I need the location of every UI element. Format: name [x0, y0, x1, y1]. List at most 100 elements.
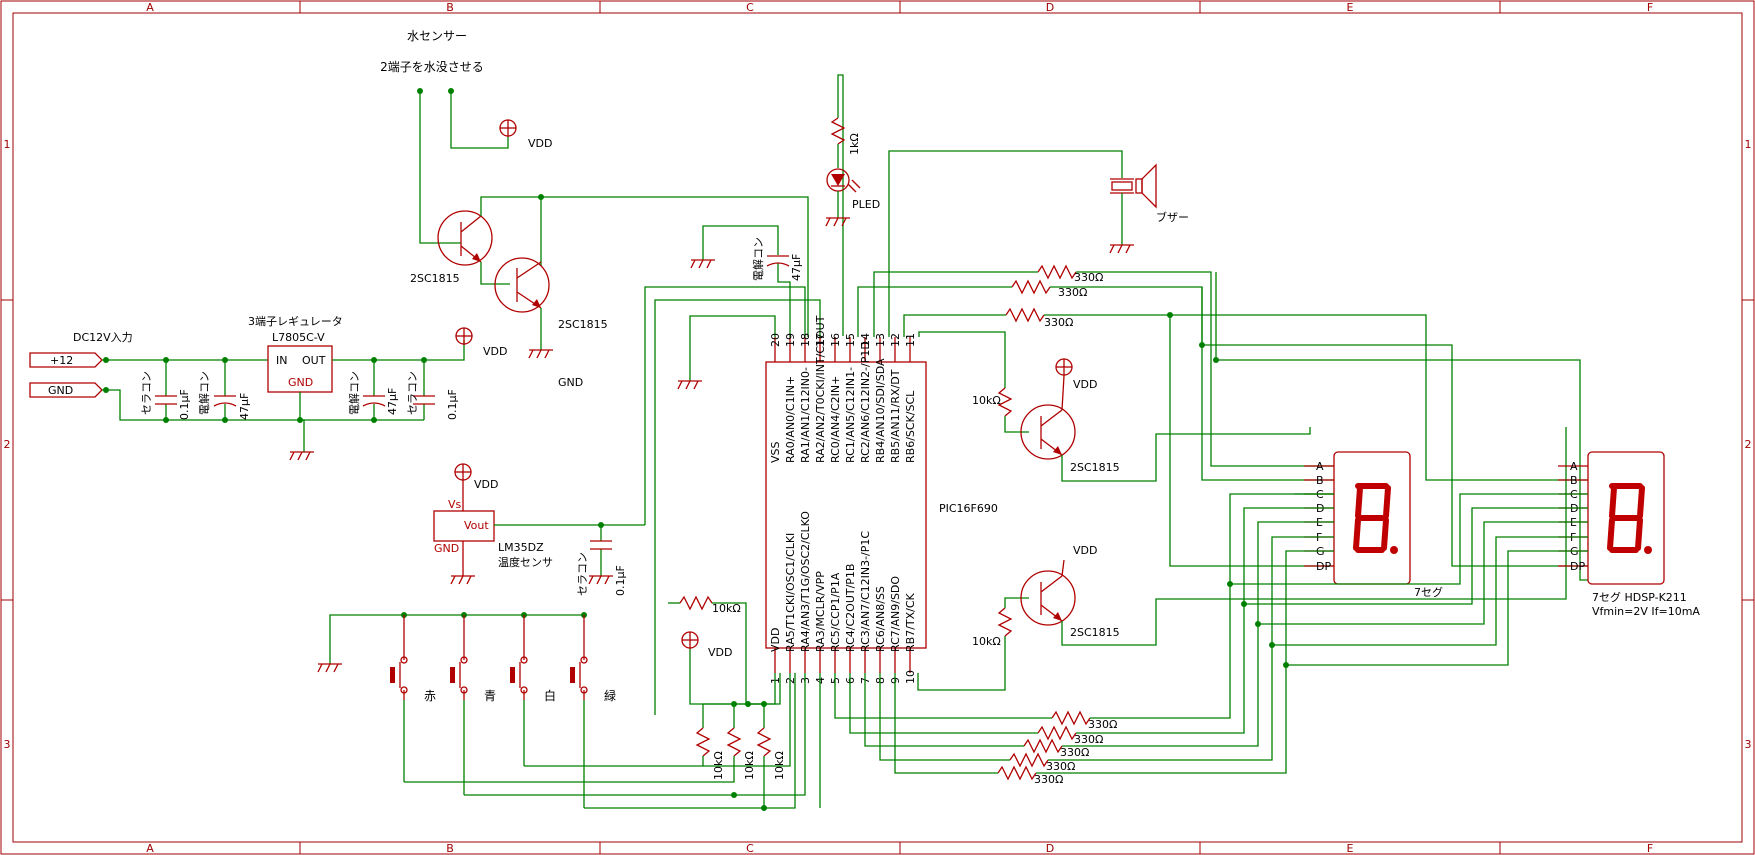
svg-text:電解コン: 電解コン	[347, 371, 361, 415]
mcu: PIC16F690 20VSS19RA0/AN0/C1IN+18RA1/AN1/…	[703, 315, 998, 808]
transistor-q4: VDD 2SC1815	[1020, 544, 1120, 639]
seg-spec: Vfmin=2V If=10mA	[1592, 605, 1700, 618]
seg-pin-label: DP	[1316, 560, 1331, 573]
row-label-right: 3	[1745, 738, 1752, 751]
seg-digit	[1353, 483, 1398, 554]
pushbutton: 緑	[570, 612, 616, 703]
svg-text:セラコン: セラコン	[406, 371, 419, 415]
transistor-q3: VDD 2SC1815	[1020, 358, 1120, 474]
col-label-top: A	[146, 1, 154, 14]
res-330-top3: 330Ω	[1005, 307, 1073, 329]
mcu-pin-name: RC2/AN6/C12IN2-/P1D	[859, 341, 872, 463]
frame-column-labels: A B C D E F A B C D E F 1 2 3 1 2 3	[4, 1, 1752, 855]
dc-input-label: DC12V入力	[73, 331, 133, 344]
mcu-pin-number: 16	[829, 333, 842, 347]
mcu-pin-name: RB6/SCK/SCL	[904, 390, 917, 463]
pushbutton: 赤	[390, 612, 436, 703]
svg-text:VDD: VDD	[1073, 544, 1097, 557]
mcu-pin-name: VDD	[769, 628, 782, 652]
seg-pin-label: B	[1316, 474, 1324, 487]
svg-text:温度センサ: 温度センサ	[498, 555, 553, 569]
ground-symbol-led	[825, 217, 850, 227]
svg-text:IN: IN	[276, 354, 287, 367]
svg-text:330Ω: 330Ω	[1074, 271, 1103, 284]
col-label-top: F	[1647, 1, 1653, 14]
pushbutton: 青	[450, 612, 496, 703]
svg-text:GND: GND	[48, 384, 73, 397]
regulator: 3端子レギュレータ L7805C-V IN OUT GND	[248, 315, 343, 393]
mcu-pin-name: RB5/AN11/RX/DT	[889, 369, 902, 463]
res-330-lower: 330Ω	[849, 673, 1103, 746]
row-label-right: 1	[1745, 138, 1752, 151]
mcu-pin-name: RC5/CCP1/P1A	[829, 572, 842, 652]
row-label-left: 2	[4, 438, 11, 451]
col-label-bottom: E	[1347, 842, 1354, 855]
buzzer: ブザー	[1110, 163, 1189, 224]
pushbutton-label: 赤	[424, 689, 436, 703]
mcu-pin-number: 13	[874, 333, 887, 347]
svg-text:VDD: VDD	[483, 345, 507, 358]
col-label-bottom: B	[446, 842, 454, 855]
svg-text:2SC1815: 2SC1815	[410, 272, 460, 285]
mcu-pin-name: VSS	[769, 441, 782, 463]
res-value: 330Ω	[1074, 733, 1103, 746]
pushbutton-label: 緑	[604, 688, 616, 703]
svg-text:L7805C-V: L7805C-V	[272, 331, 325, 344]
mcu-pin-number: 12	[889, 333, 902, 347]
power-input: DC12V入力 +12 GND	[29, 331, 133, 398]
svg-text:10kΩ: 10kΩ	[773, 751, 786, 780]
row-label-left: 3	[4, 738, 11, 751]
mcu-pin-name: RA3/MCLR/VPP	[814, 571, 827, 652]
cap-c5: 電解コン 47μF	[751, 237, 803, 281]
svg-text:Vs: Vs	[448, 498, 462, 511]
svg-text:2SC1815: 2SC1815	[558, 318, 608, 331]
svg-text:VDD: VDD	[708, 646, 732, 659]
res-330-top1: 330Ω	[1037, 264, 1103, 284]
ground-symbol-power	[289, 451, 314, 461]
res-330-lower: 330Ω	[834, 673, 1117, 731]
pushbutton-label: 白	[544, 688, 556, 703]
temp-sensor: VDD Vs Vout GND LM35DZ 温度センサ	[433, 463, 553, 585]
seg1-label: 7セグ	[1414, 585, 1443, 599]
mcu-pin-name: RA2/AN2/T0CKI/INT/C1OUT	[814, 315, 827, 463]
svg-text:GND: GND	[434, 542, 459, 555]
mcu-pin-number: 14	[859, 333, 872, 347]
base-res-lower: 10kΩ	[972, 607, 1013, 648]
segment-bus-wires	[1036, 493, 1588, 774]
svg-text:OUT: OUT	[302, 354, 326, 367]
cap-c3: 電解コン 47μF	[347, 360, 399, 420]
pushbutton-label: 青	[484, 689, 496, 703]
mcu-pin-name: RB4/AN10/SDI/SDA	[874, 358, 887, 463]
svg-text:GND: GND	[558, 376, 583, 389]
svg-text:10kΩ: 10kΩ	[972, 394, 1001, 407]
vdd-symbol-mcu: VDD	[681, 631, 732, 659]
res-value: 330Ω	[1088, 718, 1117, 731]
svg-text:330Ω: 330Ω	[1044, 316, 1073, 329]
res-330-lower: 330Ω	[879, 673, 1075, 773]
cap-c1: セラコン 0.1μF	[140, 360, 191, 420]
water-sensor: 水センサー 2端子を水没させる	[380, 29, 509, 244]
mcu-pin-name: RA1/AN1/C12IN0-	[799, 367, 812, 463]
svg-text:PLED: PLED	[852, 198, 880, 211]
mcu-pin-name: RC6/AN8/SS	[874, 586, 887, 652]
led: PLED	[826, 168, 880, 211]
row-label-right: 2	[1745, 438, 1752, 451]
res-value: 330Ω	[1034, 773, 1063, 786]
led-resistor: 1kΩ	[830, 117, 861, 155]
svg-text:1kΩ: 1kΩ	[848, 133, 861, 155]
col-label-bottom: C	[746, 842, 754, 855]
cap-c2: 電解コン 47μF	[197, 360, 251, 420]
seg-pin-label: A	[1570, 460, 1578, 473]
col-label-bottom: D	[1046, 842, 1054, 855]
col-label-bottom: F	[1647, 842, 1653, 855]
res-value: 330Ω	[1046, 760, 1075, 773]
svg-text:10kΩ: 10kΩ	[712, 602, 741, 615]
svg-text:2SC1815: 2SC1815	[1070, 461, 1120, 474]
base-res-upper: 10kΩ	[972, 387, 1013, 417]
pulldown-r2: 10kΩ	[726, 727, 756, 780]
